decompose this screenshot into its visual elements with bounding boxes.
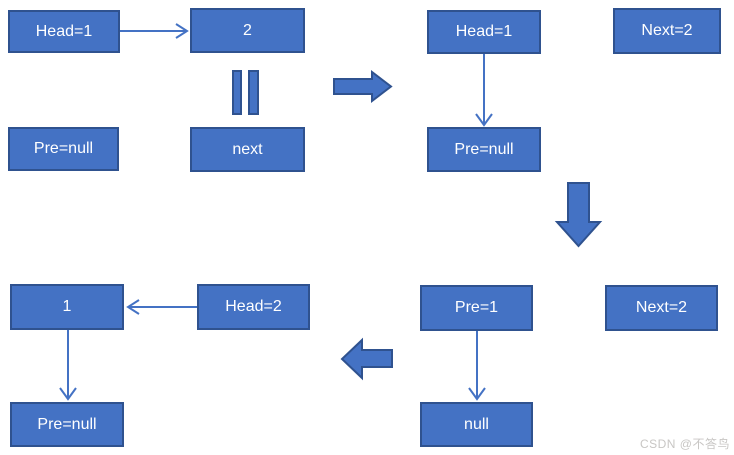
box-head1-step1: Head=1 bbox=[8, 10, 120, 53]
equals-bar-right-icon bbox=[248, 70, 259, 115]
box-node1-step4: 1 bbox=[10, 284, 124, 330]
box-next-step1: next bbox=[190, 127, 305, 172]
box-next2-step2: Next=2 bbox=[613, 8, 721, 54]
step-arrow-down-icon bbox=[554, 182, 603, 248]
equals-bar-left-icon bbox=[232, 70, 242, 115]
box-pre1-step3: Pre=1 bbox=[420, 285, 533, 331]
arrow-node1-to-prenull-icon bbox=[59, 330, 77, 401]
step-arrow-right-icon bbox=[333, 69, 393, 104]
box-next2-step3: Next=2 bbox=[605, 285, 718, 331]
box-prenull-step1: Pre=null bbox=[8, 127, 119, 171]
step-arrow-left-icon bbox=[340, 337, 393, 381]
box-head2-step4: Head=2 bbox=[197, 284, 310, 330]
box-null-step3: null bbox=[420, 402, 533, 447]
box-node2-step1: 2 bbox=[190, 8, 305, 53]
box-prenull-step4: Pre=null bbox=[10, 402, 124, 447]
arrow-head2-to-node1-icon bbox=[126, 299, 197, 315]
arrow-head1-to-prenull-icon bbox=[475, 54, 493, 127]
arrow-head1-to-node2-icon bbox=[120, 23, 189, 39]
csdn-watermark: CSDN @不答鸟 bbox=[639, 437, 730, 451]
box-head1-step2: Head=1 bbox=[427, 10, 541, 54]
box-prenull-step2: Pre=null bbox=[427, 127, 541, 172]
arrow-pre1-to-null-icon bbox=[468, 331, 486, 401]
